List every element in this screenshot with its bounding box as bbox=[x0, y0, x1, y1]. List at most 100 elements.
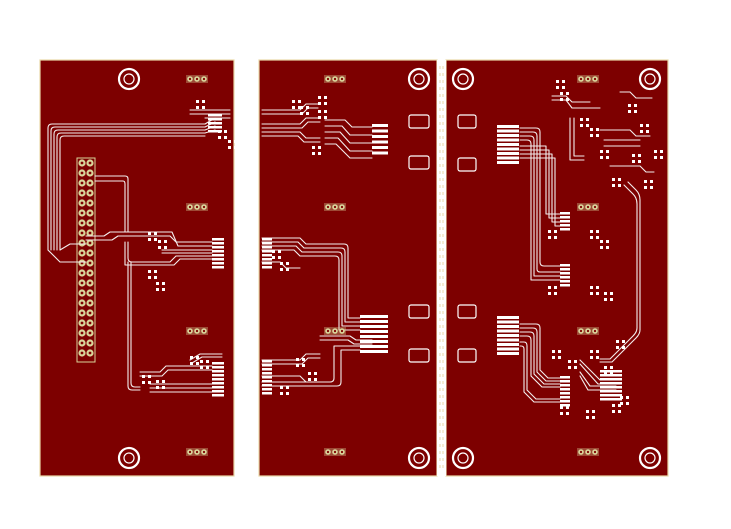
mounting-hole-icon bbox=[117, 67, 141, 91]
smd-component bbox=[296, 358, 305, 367]
connector-pad-strip bbox=[560, 264, 570, 287]
smd-component bbox=[616, 340, 625, 349]
three-pin-pad-group bbox=[186, 327, 208, 335]
smd-component bbox=[280, 386, 289, 395]
header-pin bbox=[86, 269, 94, 277]
header-pin bbox=[78, 309, 86, 317]
smd-component bbox=[586, 410, 595, 419]
smd-component bbox=[560, 92, 569, 101]
smd-component bbox=[560, 406, 569, 415]
header-pin bbox=[78, 209, 86, 217]
smd-component bbox=[552, 350, 561, 359]
smd-component bbox=[148, 232, 157, 241]
header-pin bbox=[78, 349, 86, 357]
smd-component bbox=[590, 286, 599, 295]
header-pin bbox=[86, 299, 94, 307]
mounting-hole-icon bbox=[638, 67, 662, 91]
smd-component bbox=[580, 118, 589, 127]
mounting-hole-icon bbox=[451, 446, 475, 470]
connector-pad-strip bbox=[212, 238, 224, 269]
smd-component bbox=[600, 240, 609, 249]
smd-component bbox=[190, 356, 199, 365]
smd-component bbox=[318, 96, 327, 105]
right-board bbox=[445, 59, 669, 477]
smd-component bbox=[568, 360, 577, 369]
three-pin-pad-group bbox=[577, 448, 599, 456]
three-pin-pad-group bbox=[577, 75, 599, 83]
smd-component bbox=[280, 262, 289, 271]
smd-component bbox=[548, 230, 557, 239]
header-pin bbox=[78, 269, 86, 277]
left-board bbox=[39, 59, 235, 477]
connector-pad-strip bbox=[262, 238, 272, 269]
header-pin bbox=[78, 319, 86, 327]
smd-component bbox=[654, 150, 663, 159]
board-outlines bbox=[39, 59, 669, 477]
three-pin-pad-group bbox=[324, 448, 346, 456]
header-pin bbox=[86, 339, 94, 347]
three-pin-pad-group bbox=[324, 75, 346, 83]
header-pin bbox=[78, 169, 86, 177]
header-pin bbox=[86, 309, 94, 317]
header-pin bbox=[86, 279, 94, 287]
connector-pad-strip bbox=[560, 212, 570, 231]
connector-pad-strip bbox=[600, 370, 622, 401]
header-pin bbox=[86, 249, 94, 257]
copper-traces bbox=[47, 91, 655, 403]
header-pin bbox=[78, 289, 86, 297]
smd-component bbox=[604, 366, 613, 375]
smd-component bbox=[312, 146, 321, 155]
smd-component bbox=[640, 124, 649, 133]
smd-component bbox=[148, 270, 157, 279]
breakaway-tab bbox=[437, 60, 446, 476]
header-pin bbox=[86, 169, 94, 177]
mounting-hole-icon bbox=[451, 67, 475, 91]
three-pin-pad-group bbox=[577, 203, 599, 211]
smd-component bbox=[200, 360, 209, 369]
header-pin bbox=[86, 179, 94, 187]
smd-component bbox=[612, 178, 621, 187]
smd-component bbox=[196, 100, 205, 109]
smd-component bbox=[590, 350, 599, 359]
connector-pad-strip bbox=[360, 315, 388, 353]
smd-component bbox=[300, 106, 309, 115]
connector-pad-strip bbox=[497, 316, 519, 355]
smd-component bbox=[318, 110, 327, 119]
header-pin bbox=[86, 259, 94, 267]
mounting-holes bbox=[117, 67, 662, 470]
smd-component bbox=[604, 292, 613, 301]
smd-component bbox=[156, 380, 165, 389]
mounting-hole-icon bbox=[407, 446, 431, 470]
three-pin-pad-groups bbox=[186, 75, 599, 456]
component-footprints bbox=[142, 80, 663, 419]
smd-component bbox=[218, 130, 227, 139]
header-pin bbox=[78, 179, 86, 187]
header-pin bbox=[78, 199, 86, 207]
header-pin bbox=[78, 339, 86, 347]
header-pin bbox=[86, 349, 94, 357]
smd-component bbox=[632, 154, 641, 163]
header-pin bbox=[86, 239, 94, 247]
header-pin bbox=[78, 159, 86, 167]
smd-component bbox=[612, 404, 621, 413]
header-pin bbox=[78, 229, 86, 237]
smd-component bbox=[644, 180, 653, 189]
mounting-hole-icon bbox=[117, 446, 141, 470]
connector-pad-strip bbox=[262, 360, 272, 395]
connector-pad-strip bbox=[208, 114, 222, 133]
header-pin bbox=[86, 199, 94, 207]
connector-pad-strip bbox=[497, 125, 519, 164]
smd-component bbox=[590, 230, 599, 239]
smd-component bbox=[620, 396, 629, 405]
connector-pad-strips bbox=[208, 114, 622, 407]
header-pin bbox=[78, 239, 86, 247]
header-pin bbox=[86, 159, 94, 167]
smd-component bbox=[556, 80, 565, 89]
three-pin-pad-group bbox=[186, 203, 208, 211]
pin-header-connector bbox=[76, 157, 96, 363]
header-pin bbox=[78, 219, 86, 227]
header-pin bbox=[78, 329, 86, 337]
smd-component bbox=[308, 372, 317, 381]
header-pin bbox=[86, 319, 94, 327]
